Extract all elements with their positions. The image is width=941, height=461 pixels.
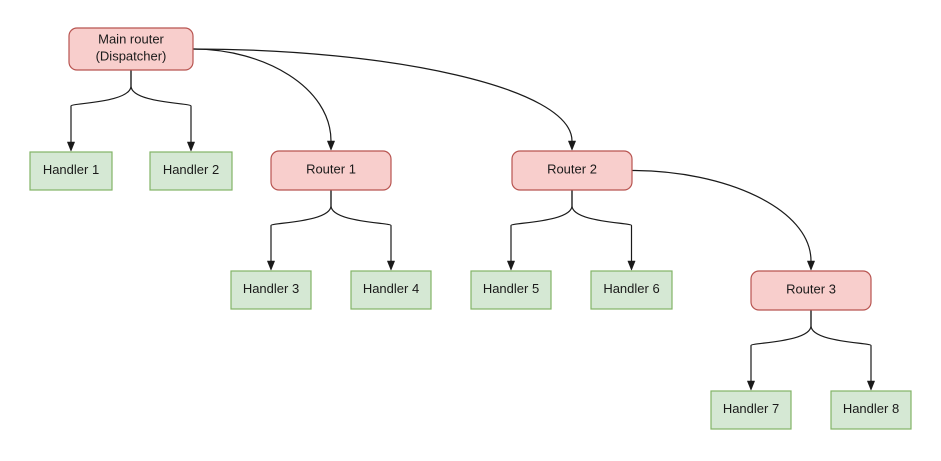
node-handler-8[interactable]: Handler 8 [830, 390, 912, 430]
node-box-main-router[interactable] [68, 27, 194, 71]
node-handler-5[interactable]: Handler 5 [470, 270, 552, 310]
arrow-head-icon [747, 380, 755, 391]
edge-main-router-to-handler-2 [130, 69, 195, 152]
node-box-handler-4[interactable] [350, 270, 432, 310]
edge-line [631, 169, 812, 262]
node-router-2[interactable]: Router 2 [511, 150, 633, 191]
arrow-head-icon [67, 141, 75, 152]
edge-router-2-to-router-3 [631, 169, 815, 271]
node-handler-2[interactable]: Handler 2 [149, 151, 233, 191]
edge-line [192, 48, 573, 142]
node-handler-6[interactable]: Handler 6 [590, 270, 673, 310]
arrow-head-icon [807, 260, 815, 271]
node-box-handler-3[interactable] [230, 270, 312, 310]
edge-layer [67, 48, 875, 391]
arrow-head-icon [187, 141, 195, 152]
node-box-router-3[interactable] [750, 270, 872, 311]
edge-line [70, 69, 132, 143]
edge-router-2-to-handler-6 [571, 189, 636, 271]
node-handler-3[interactable]: Handler 3 [230, 270, 312, 310]
edge-router-3-to-handler-7 [747, 309, 812, 391]
arrow-head-icon [627, 260, 636, 271]
edge-line [192, 48, 332, 142]
node-box-handler-7[interactable] [710, 390, 792, 430]
arrow-head-icon [507, 260, 515, 271]
arrow-head-icon [867, 380, 875, 391]
arrow-head-icon [327, 140, 335, 151]
arrow-head-icon [568, 140, 576, 151]
edge-main-router-to-handler-1 [67, 69, 132, 152]
edge-line [510, 189, 573, 262]
edge-router-1-to-handler-4 [330, 189, 395, 271]
node-box-handler-5[interactable] [470, 270, 552, 310]
edge-main-router-to-router-2 [192, 48, 576, 151]
edge-line [270, 189, 332, 262]
node-box-router-2[interactable] [511, 150, 633, 191]
edge-line [571, 189, 633, 262]
node-handler-1[interactable]: Handler 1 [29, 151, 113, 191]
edge-router-2-to-handler-5 [507, 189, 573, 271]
edge-router-3-to-handler-8 [810, 309, 875, 391]
node-box-router-1[interactable] [270, 150, 392, 191]
edge-router-1-to-handler-3 [267, 189, 332, 271]
edge-line [750, 309, 812, 382]
node-handler-4[interactable]: Handler 4 [350, 270, 432, 310]
edge-line [330, 189, 392, 262]
node-layer: Main router(Dispatcher) Handler 1 Handler … [29, 27, 912, 430]
node-router-1[interactable]: Router 1 [270, 150, 392, 191]
node-box-handler-1[interactable] [29, 151, 113, 191]
arrow-head-icon [267, 260, 275, 271]
edge-line [130, 69, 192, 143]
edge-main-router-to-router-1 [192, 48, 335, 151]
node-box-handler-2[interactable] [149, 151, 233, 191]
node-main-router[interactable]: Main router(Dispatcher) [68, 27, 194, 71]
node-handler-7[interactable]: Handler 7 [710, 390, 792, 430]
node-box-handler-6[interactable] [590, 270, 673, 310]
arrow-head-icon [387, 260, 395, 271]
edge-line [810, 309, 872, 382]
node-router-3[interactable]: Router 3 [750, 270, 872, 311]
node-box-handler-8[interactable] [830, 390, 912, 430]
